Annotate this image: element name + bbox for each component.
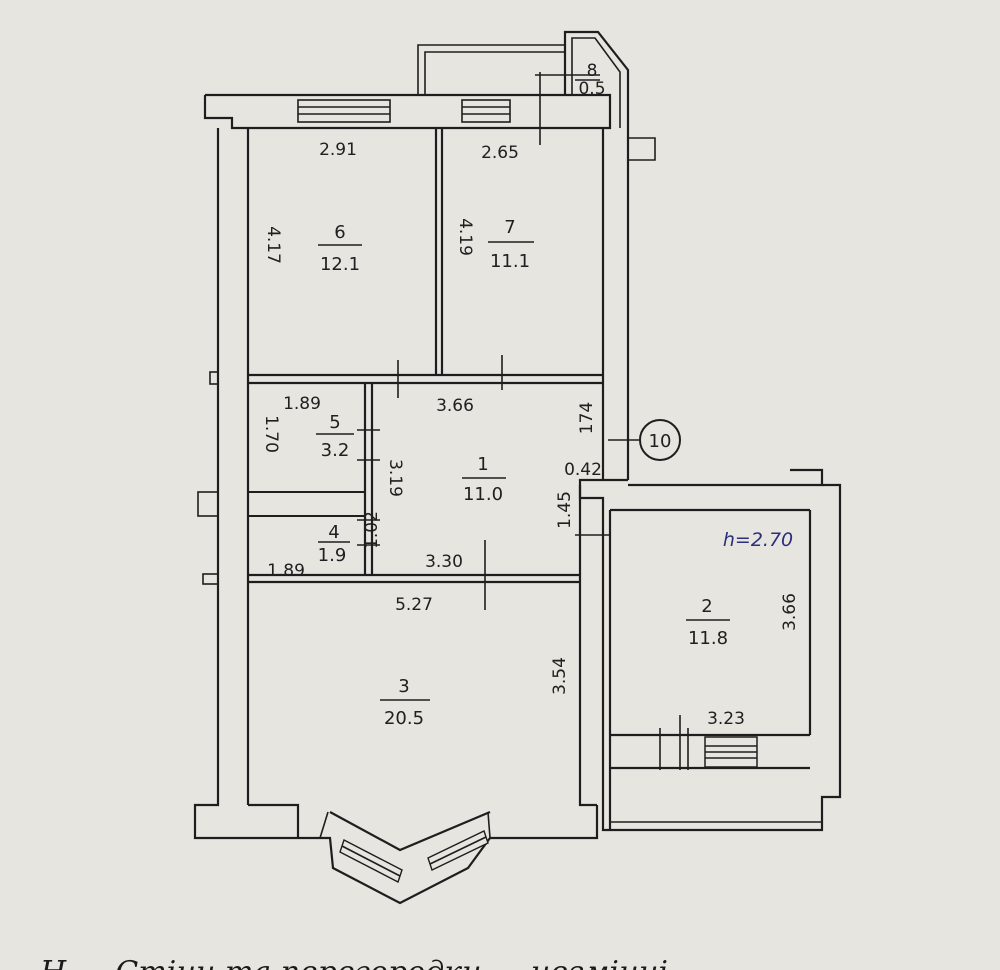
right-wall-upper	[601, 128, 656, 480]
room-3-number: 3	[398, 676, 409, 697]
plan-caption: Н … Стіни та перегородки — незмінні	[39, 955, 668, 970]
window-top-left	[297, 99, 391, 123]
dim-room1-bottom: 3.30	[425, 552, 463, 572]
dim-room6-width: 2.91	[319, 140, 357, 160]
room-label-6: 6 12.1	[318, 222, 362, 275]
room-6-area: 12.1	[320, 254, 360, 275]
dim-room4-width: 1.89	[267, 561, 305, 581]
bay-window	[248, 803, 599, 905]
room-label-7: 7 11.1	[488, 217, 534, 272]
room-3-area: 20.5	[384, 708, 424, 729]
dim-room2-width: 3.23	[707, 709, 745, 729]
wall-rooms-1-3-to-2	[575, 478, 628, 807]
dim-room1-depth: 3.19	[385, 459, 405, 497]
room-4-area: 1.9	[318, 545, 347, 566]
room-7-number: 7	[504, 217, 515, 238]
room-label-4: 4 1.9	[318, 522, 350, 566]
dim-room7-depth: 4.19	[455, 218, 475, 256]
room-2-area: 11.8	[688, 628, 728, 649]
room-8-number: 8	[587, 61, 598, 81]
room-2-number: 2	[701, 596, 712, 617]
top-wall	[203, 93, 612, 130]
dim-room1-width: 3.66	[436, 396, 474, 416]
dim-room5-width: 1.89	[283, 394, 321, 414]
dim-room3-width: 5.27	[395, 595, 433, 615]
dim-room4-depth: 1.02	[362, 511, 382, 549]
dim-room3-depth: 3.54	[550, 657, 570, 695]
room-5-area: 3.2	[321, 440, 350, 461]
room-label-3: 3 20.5	[380, 676, 430, 729]
dim-room7-width: 2.65	[481, 143, 519, 163]
room-1-area: 11.0	[463, 484, 503, 505]
axis-marker: 10	[608, 419, 681, 461]
partition-horizontal-top	[248, 355, 603, 398]
room-8-closet	[535, 30, 630, 145]
room-6-number: 6	[334, 222, 345, 243]
room-7-area: 11.1	[490, 251, 530, 272]
partition-6-7	[434, 128, 444, 375]
room-1-number: 1	[477, 454, 488, 475]
dim-room2-depth: 3.66	[780, 593, 800, 631]
room-label-8: 8 0.5	[578, 61, 605, 99]
room-2-walls	[578, 468, 842, 832]
room-label-5: 5 3.2	[316, 412, 354, 461]
window-top-right	[461, 99, 511, 123]
room-4-number: 4	[328, 522, 339, 543]
dim-room6-depth: 4.17	[263, 226, 283, 264]
dim-depth-145: 1.45	[555, 491, 575, 529]
top-loggia	[417, 44, 565, 95]
left-wall	[193, 128, 298, 840]
room-8-area: 0.5	[578, 79, 605, 99]
dim-room5-depth: 1.70	[261, 415, 281, 453]
room-label-1: 1 11.0	[462, 454, 506, 505]
dim-wall-174: 174	[577, 402, 597, 434]
dim-offset-042: 0.42	[564, 460, 602, 480]
partition-horizontal-mid	[248, 540, 580, 610]
ceiling-height: h=2.70	[723, 529, 793, 551]
room-label-2: 2 11.8	[686, 596, 730, 649]
room-5-number: 5	[329, 412, 340, 433]
axis-marker-label: 10	[649, 431, 672, 452]
partition-rooms-4-5	[247, 383, 380, 575]
